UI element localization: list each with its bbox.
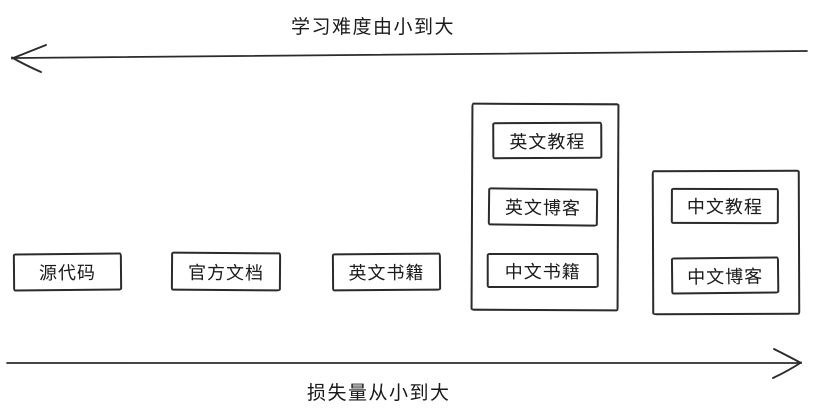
box-chinese-blogs: 中文博客 bbox=[670, 256, 780, 295]
bottom-axis-label: 损失量从小到大 bbox=[307, 383, 451, 404]
top-axis-label: 学习难度由小到大 bbox=[291, 17, 456, 38]
box-official-docs: 官方文档 bbox=[170, 251, 282, 292]
loss-axis-arrow bbox=[6, 348, 802, 379]
difficulty-axis-arrow bbox=[11, 44, 808, 73]
group-chinese-easy: 中文教程 中文博客 bbox=[651, 169, 801, 316]
box-source-code: 源代码 bbox=[12, 252, 123, 292]
box-english-blogs: 英文博客 bbox=[487, 187, 599, 227]
box-chinese-books: 中文书籍 bbox=[486, 252, 599, 289]
box-chinese-tutorials: 中文教程 bbox=[670, 187, 779, 225]
box-english-tutorials: 英文教程 bbox=[492, 121, 603, 160]
group-english-chinese-intermediate: 英文教程 英文博客 中文书籍 bbox=[470, 102, 620, 312]
box-english-books: 英文书籍 bbox=[331, 252, 442, 292]
